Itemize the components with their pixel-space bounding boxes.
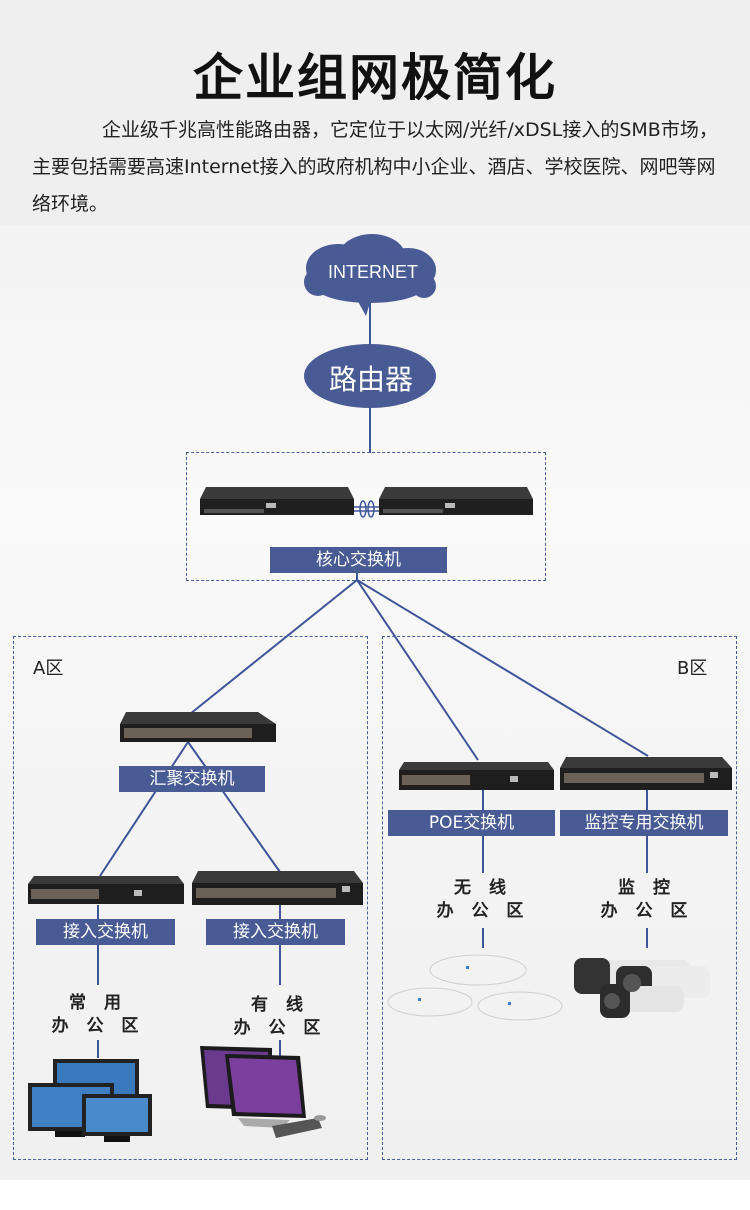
desktop-pcs-icon (200, 1046, 326, 1138)
poe-switch-icon (399, 762, 554, 790)
zone-a (13, 636, 368, 1160)
area-wireless-office-line1: 无 线 (454, 878, 512, 898)
core-switch-left-icon (200, 487, 354, 515)
internet-cloud-icon (304, 234, 436, 316)
access-switch-right-label: 接入交换机 (206, 919, 345, 945)
router-node-icon (304, 344, 436, 408)
router-label: 路由器 (328, 363, 413, 396)
core-zone (186, 452, 546, 581)
internet-label: INTERNET (328, 262, 418, 282)
area-common-office-line2: 办 公 区 (51, 1016, 145, 1036)
monitors-icon (28, 1059, 152, 1142)
page-description: 企业级千兆高性能路由器，它定位于以太网/光纤/xDSL接入的SMB市场，主要包括… (32, 119, 718, 215)
zone-b (382, 636, 737, 1160)
access-switch-left-label: 接入交换机 (36, 919, 175, 945)
area-wired-office-line2: 办 公 区 (233, 1018, 327, 1038)
area-wired-office-line1: 有 线 (251, 995, 309, 1015)
aggregation-switch-label: 汇聚交换机 (119, 766, 265, 792)
monitor-switch-label: 监控专用交换机 (560, 810, 728, 836)
area-monitoring-office-line1: 监 控 (618, 878, 676, 898)
link-core-monitor (356, 579, 649, 757)
stack-link-icon (354, 500, 379, 518)
area-monitoring-office: 监 控 办 公 区 (587, 877, 707, 923)
area-wireless-office: 无 线 办 公 区 (423, 877, 543, 923)
link-agg-access-left (99, 741, 189, 877)
link-agg-access-right (187, 741, 281, 873)
zone-a-label: A区 (33, 658, 64, 679)
link-core-poe (356, 579, 479, 761)
page-title: 企业组网极简化 (193, 49, 557, 107)
zone-b-label: B区 (677, 658, 708, 679)
area-wireless-office-line2: 办 公 区 (436, 901, 530, 921)
wireless-ap-icon (387, 954, 563, 1021)
area-monitoring-office-line2: 办 公 区 (600, 901, 694, 921)
core-switch-label: 核心交换机 (270, 547, 447, 573)
surveillance-camera-icon (574, 958, 710, 1018)
area-wired-office: 有 线 办 公 区 (220, 994, 340, 1040)
link-core-aggregation (189, 579, 358, 715)
aggregation-switch-icon (120, 712, 276, 742)
poe-switch-label: POE交换机 (388, 810, 555, 836)
core-switch-right-icon (379, 487, 533, 515)
monitor-switch-icon (560, 757, 732, 790)
header-background (0, 0, 750, 225)
access-switch-left-icon (28, 876, 184, 904)
area-common-office: 常 用 办 公 区 (38, 992, 158, 1038)
area-common-office-line1: 常 用 (69, 993, 127, 1013)
access-switch-right-icon (192, 871, 363, 905)
